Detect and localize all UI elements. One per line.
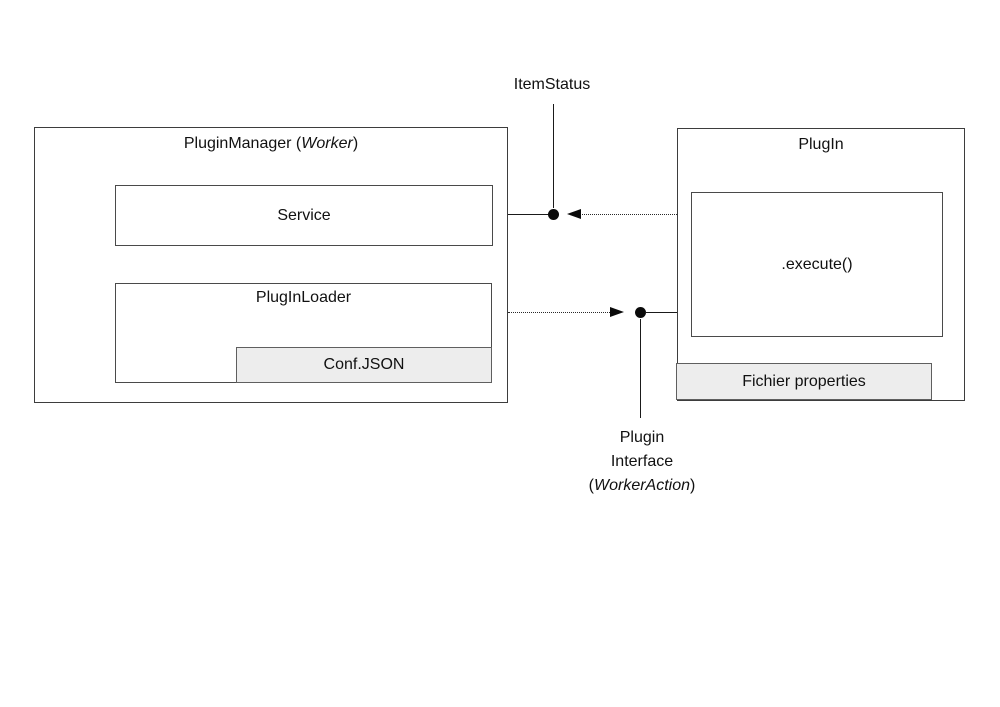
- conf-json-box: Conf.JSON: [236, 347, 492, 383]
- plugin-interface-label-line3-suffix: ): [690, 477, 696, 494]
- itemstatus-leader-line: [553, 104, 554, 208]
- pluginloader-label: PlugInLoader: [255, 289, 352, 306]
- plugin-interface-label-line3: (WorkerAction): [542, 474, 742, 498]
- top-junction-dot: [548, 209, 559, 220]
- plugin-manager-title-suffix: ): [352, 135, 359, 152]
- execute-label: .execute(): [781, 255, 853, 273]
- bottom-junction-dot: [635, 307, 646, 318]
- service-label: Service: [277, 206, 331, 224]
- itemstatus-label: ItemStatus: [513, 76, 591, 93]
- bottom-connector-solid-line: [645, 312, 677, 313]
- fichier-properties-label: Fichier properties: [742, 372, 866, 390]
- service-box: Service: [115, 185, 493, 246]
- bottom-connector-dotted-line: [508, 312, 610, 313]
- execute-box: .execute(): [691, 192, 943, 337]
- plugin-interface-label-line2: Interface: [610, 453, 674, 470]
- fichier-properties-box: Fichier properties: [676, 363, 932, 400]
- plugin-title: PlugIn: [798, 136, 844, 153]
- plugin-manager-title-prefix: PluginManager (: [183, 135, 302, 152]
- bottom-arrowhead-right-icon: [610, 307, 624, 317]
- plugin-manager-title: PluginManager (Worker): [35, 128, 507, 153]
- conf-json-label: Conf.JSON: [323, 356, 405, 373]
- plugin-interface-leader-line: [640, 319, 641, 418]
- plugin-interface-label-line3-prefix: (: [588, 477, 594, 494]
- plugin-interface-label-line3-italic: WorkerAction: [593, 477, 691, 494]
- plugin-interface-label-line1: Plugin: [619, 429, 665, 446]
- top-connector-solid-line: [508, 214, 550, 215]
- top-arrowhead-left-icon: [567, 209, 581, 219]
- plugin-interface-label: Plugin Interface (WorkerAction): [542, 426, 742, 498]
- plugin-manager-title-italic: Worker: [301, 135, 353, 152]
- top-connector-dotted-line: [582, 214, 677, 215]
